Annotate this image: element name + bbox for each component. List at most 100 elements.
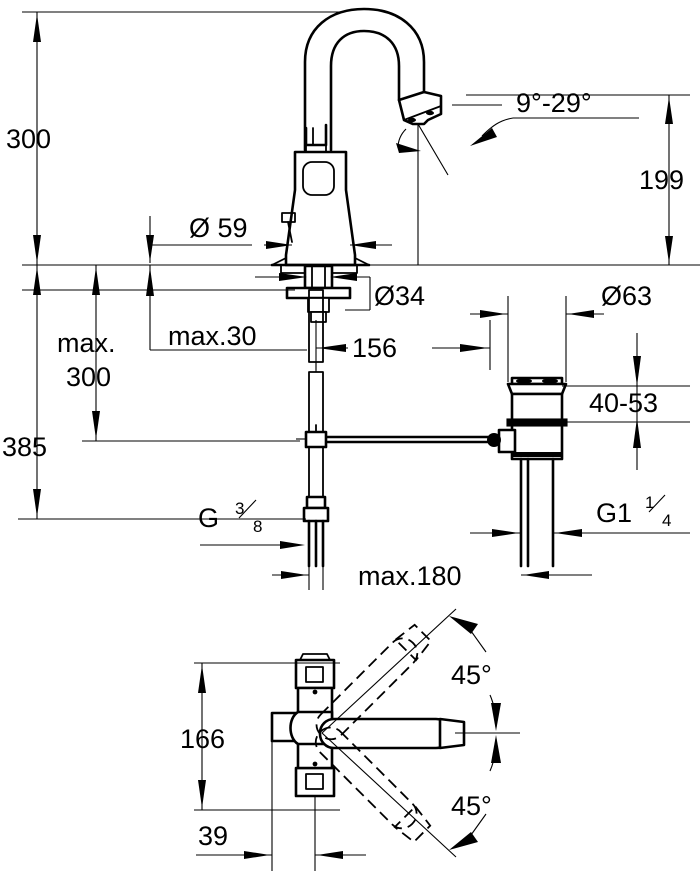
supply-connector-body xyxy=(305,495,327,510)
mounting-stud-tip xyxy=(310,311,327,323)
dim-max180-arrow-right xyxy=(523,571,549,579)
lower-braided-hose xyxy=(308,446,324,498)
plan-view: 45° 45° 166 xyxy=(180,608,520,871)
drain-ball-joint-housing xyxy=(497,428,517,454)
dim-300-label: 300 xyxy=(6,124,51,154)
drain-lever-ball xyxy=(487,433,501,447)
dim-39-label: 39 xyxy=(198,821,228,851)
g38-arrow xyxy=(280,541,305,549)
dimension-385-overall-height: 385 xyxy=(2,265,47,519)
dim-dia63-label: Ø63 xyxy=(601,281,652,311)
faucet-body xyxy=(270,123,371,267)
dim-max300-arrow-top xyxy=(92,267,100,295)
dim-max30-label: max.30 xyxy=(168,321,257,351)
dim-166-arrow-top xyxy=(198,665,206,693)
dim-max30-arrow xyxy=(146,267,154,296)
dim-max300-label-line2: 300 xyxy=(66,362,111,392)
plan-spout-aerator-upper45 xyxy=(394,623,433,662)
plan-spout-tube xyxy=(318,717,452,750)
dim-156-arrow-left xyxy=(318,344,346,352)
dim-4053-arrow-top xyxy=(633,356,641,386)
aerator-face-line xyxy=(403,105,442,121)
plan-upper-45-axis xyxy=(321,608,457,734)
aerator-outlet-mark-left xyxy=(408,117,416,123)
plan-lower-centre-dot xyxy=(312,761,318,767)
plan-faucet-body xyxy=(270,653,336,798)
aerator-housing xyxy=(397,90,443,126)
plan-upper-mount-hole xyxy=(305,666,324,683)
g114-prefix-label: G1 xyxy=(596,498,632,528)
plan-spout-aerator-lower45 xyxy=(393,805,432,844)
dim-4053-arrow-bottom xyxy=(633,418,641,448)
dim-156-label: 156 xyxy=(352,333,397,363)
dim-dia59-label: Ø 59 xyxy=(189,213,248,243)
lever-handle-stem xyxy=(304,123,328,147)
elevation-view: 300 385 max. 300 xyxy=(2,7,700,591)
upper-45-tick-arrow xyxy=(491,703,501,731)
mounting-nut-plate xyxy=(285,286,352,300)
drain-flange-shoulder xyxy=(506,382,568,396)
dimension-dia63-drain-flange: Ø63 xyxy=(470,281,652,382)
dim-dia63-arrow-right xyxy=(568,310,594,318)
dim-dia59-arrow-left xyxy=(266,241,292,249)
dim-max300-label-line1: max. xyxy=(57,328,116,358)
dim-max180-arrow-left xyxy=(281,571,307,579)
lower-45-label: 45° xyxy=(451,791,492,821)
upper-45-label: 45° xyxy=(451,660,492,690)
cartridge-window xyxy=(302,161,335,196)
popup-lever-stub xyxy=(281,212,296,223)
dim-dia34-arrow-left xyxy=(279,273,307,281)
annotation-outlet-angle: 9°-29° xyxy=(396,88,639,265)
dimension-166-body-depth: 166 xyxy=(180,662,340,811)
plan-upper-cap xyxy=(299,653,331,661)
dimension-dia59-body: Ø 59 xyxy=(146,213,392,263)
g114-numerator-label: 1 xyxy=(645,493,654,512)
g38-numerator-label: 3 xyxy=(235,499,244,518)
plan-lower-45-axis xyxy=(321,732,457,858)
upper-45-leader xyxy=(470,630,487,653)
supply-and-popup-assembly xyxy=(296,289,501,568)
aerator-outlet-mark-right xyxy=(426,110,434,116)
dim-166-arrow-bottom xyxy=(198,780,206,808)
dim-385-arrow-bottom xyxy=(33,489,41,517)
spout-inner-curve xyxy=(329,29,401,152)
dimension-300-spout-height: 300 xyxy=(6,12,51,265)
annotation-upper-45: 45° xyxy=(449,616,501,731)
plan-spout-tube-lower45 xyxy=(314,726,418,830)
g38-fraction-bar xyxy=(238,499,257,519)
dimension-156-centre-distance: 156 xyxy=(315,320,491,370)
dimension-max180-spacing: max.180 xyxy=(272,545,592,591)
drain-gasket-ring xyxy=(507,419,567,426)
lower-45-arrow xyxy=(449,832,478,850)
mounting-hardware xyxy=(280,264,358,323)
callout-supply-thread: G 3 8 xyxy=(18,499,306,549)
dim-300-arrow-top xyxy=(33,14,41,42)
outlet-swing-arrow xyxy=(396,143,421,153)
plan-spout-aerator xyxy=(438,717,466,750)
dim-166-label: 166 xyxy=(180,724,225,754)
dim-max300-arrow-bottom xyxy=(92,411,100,439)
dim-300-arrow-bottom xyxy=(33,235,41,263)
popup-clevis-block xyxy=(304,430,328,449)
popup-horizontal-linkage xyxy=(296,424,501,449)
popup-lever-arm xyxy=(287,221,293,243)
angle-leader-arrow xyxy=(470,128,497,146)
spout-outer-curve xyxy=(303,7,426,152)
outlet-jet-angle-line xyxy=(417,123,449,176)
upper-45-arrow xyxy=(449,616,478,634)
dim-max180-label: max.180 xyxy=(358,561,462,591)
dimension-max300-tail-length: max. 300 xyxy=(57,265,300,442)
g114-arrow-right xyxy=(555,529,582,537)
plan-upper-centre-dot xyxy=(312,689,318,695)
dimension-40-53-drain-depth: 40-53 xyxy=(562,333,690,470)
dim-dia34-label: Ø34 xyxy=(374,281,425,311)
dim-39-arrow-left xyxy=(244,851,270,859)
dim-dia59-arrow-vert xyxy=(146,235,154,262)
dim-39-arrow-right xyxy=(317,851,343,859)
mixer-body-shell xyxy=(284,150,357,267)
dim-199-label: 199 xyxy=(639,165,684,195)
dimension-max30-counter-thickness: max.30 xyxy=(146,265,307,351)
g38-denominator-label: 8 xyxy=(253,517,262,536)
callout-drain-thread: G1 1 4 xyxy=(470,470,690,537)
